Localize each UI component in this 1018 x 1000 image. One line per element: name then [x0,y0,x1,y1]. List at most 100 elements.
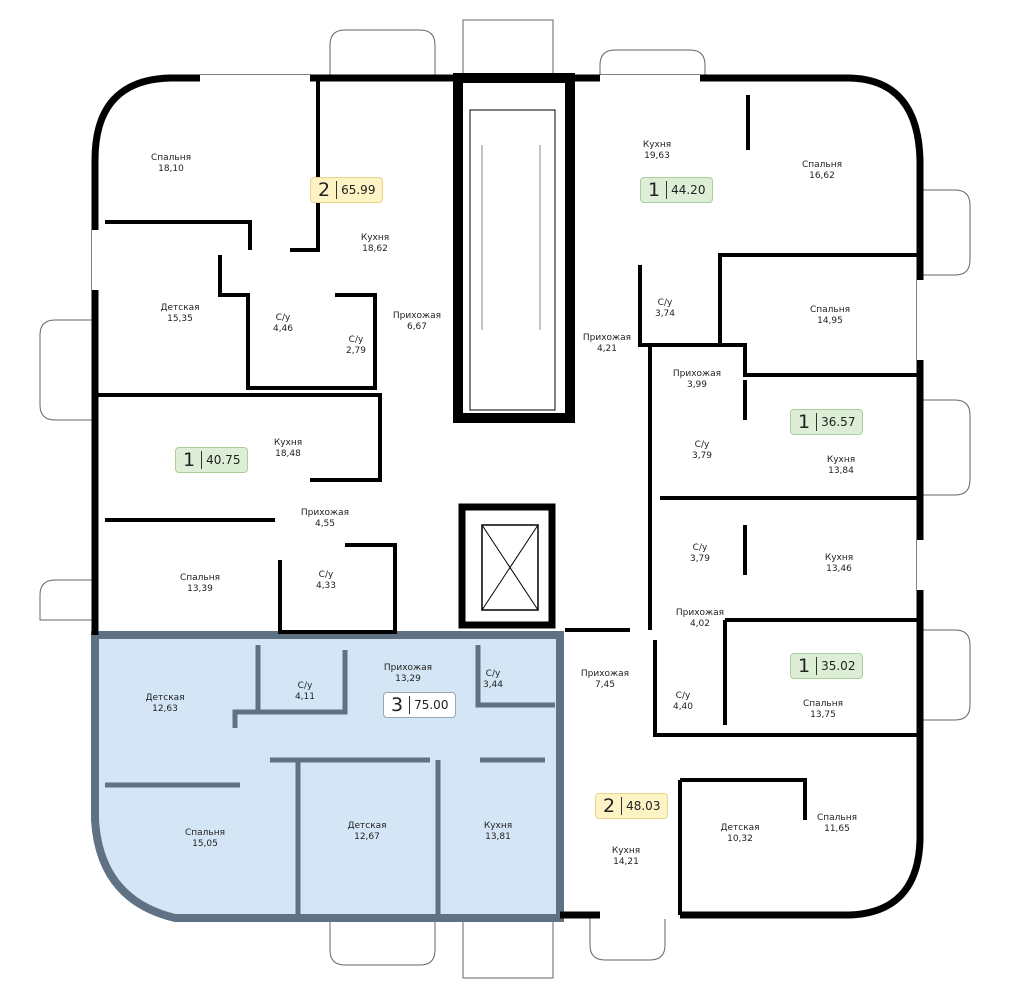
room-area: 2,79 [346,346,366,356]
room-name: Спальня [802,160,842,170]
room-area: 3,99 [687,380,707,390]
room-area: 18,62 [362,244,388,254]
room-name: Прихожая [301,508,349,518]
room-name: Кухня [361,233,389,243]
room-name: Прихожая [581,669,629,679]
elevator [458,503,556,629]
room-area: 3,74 [655,309,675,319]
room-name: Спальня [810,305,850,315]
room-name: С/у [298,681,313,691]
room-area: 10,32 [727,834,753,844]
room-area: 3,79 [692,451,712,461]
apartment-area: 65.99 [341,183,376,197]
room-area: 11,65 [824,824,850,834]
apartment-area: 35.02 [821,659,856,673]
room-area: 14,21 [613,857,639,867]
room-area: 13,29 [395,674,421,684]
stairwell [453,73,575,423]
room-name: Детская [160,303,199,313]
room-area: 13,39 [187,584,213,594]
room-area: 7,45 [595,680,615,690]
apartment-rooms: 1 [798,413,818,432]
apartment-area: 36.57 [821,415,856,429]
room-name: Прихожая [583,333,631,343]
room-name: Прихожая [393,311,441,321]
room-area: 3,44 [483,680,503,690]
room-area: 4,55 [315,519,335,529]
selected-apartment-walls [105,645,555,915]
room-area: 3,79 [690,554,710,564]
room-name: Спальня [151,153,191,163]
room-area: 4,21 [597,344,617,354]
room-area: 16,62 [809,171,835,181]
room-name: Прихожая [676,608,724,618]
apartment-rooms: 1 [648,181,668,200]
room-name: С/у [349,335,364,345]
room-area: 4,46 [273,324,293,334]
apartment-rooms: 1 [798,657,818,676]
room-name: Спальня [185,828,225,838]
apartment-area: 44.20 [671,183,706,197]
apartment-rooms: 3 [391,696,411,715]
room-name: Прихожая [673,369,721,379]
room-name: Спальня [817,813,857,823]
room-name: Кухня [484,821,512,831]
room-area: 14,95 [817,316,843,326]
apartment-area: 75.00 [414,698,449,712]
apartment-rooms: 2 [318,181,338,200]
room-area: 6,67 [407,322,427,332]
room-name: Детская [720,823,759,833]
room-name: С/у [676,691,691,701]
room-name: Детская [347,821,386,831]
room-area: 13,81 [485,832,511,842]
room-area: 4,02 [690,619,710,629]
room-name: Спальня [180,573,220,583]
room-area: 12,63 [152,704,178,714]
apartment-area: 40.75 [206,453,241,467]
room-area: 13,84 [828,466,854,476]
interior-walls [98,78,920,915]
room-name: Кухня [612,846,640,856]
room-name: С/у [695,440,710,450]
room-area: 4,40 [673,702,693,712]
room-name: Кухня [274,438,302,448]
apartment-rooms: 1 [183,451,203,470]
room-area: 18,10 [158,164,184,174]
room-name: Кухня [827,455,855,465]
